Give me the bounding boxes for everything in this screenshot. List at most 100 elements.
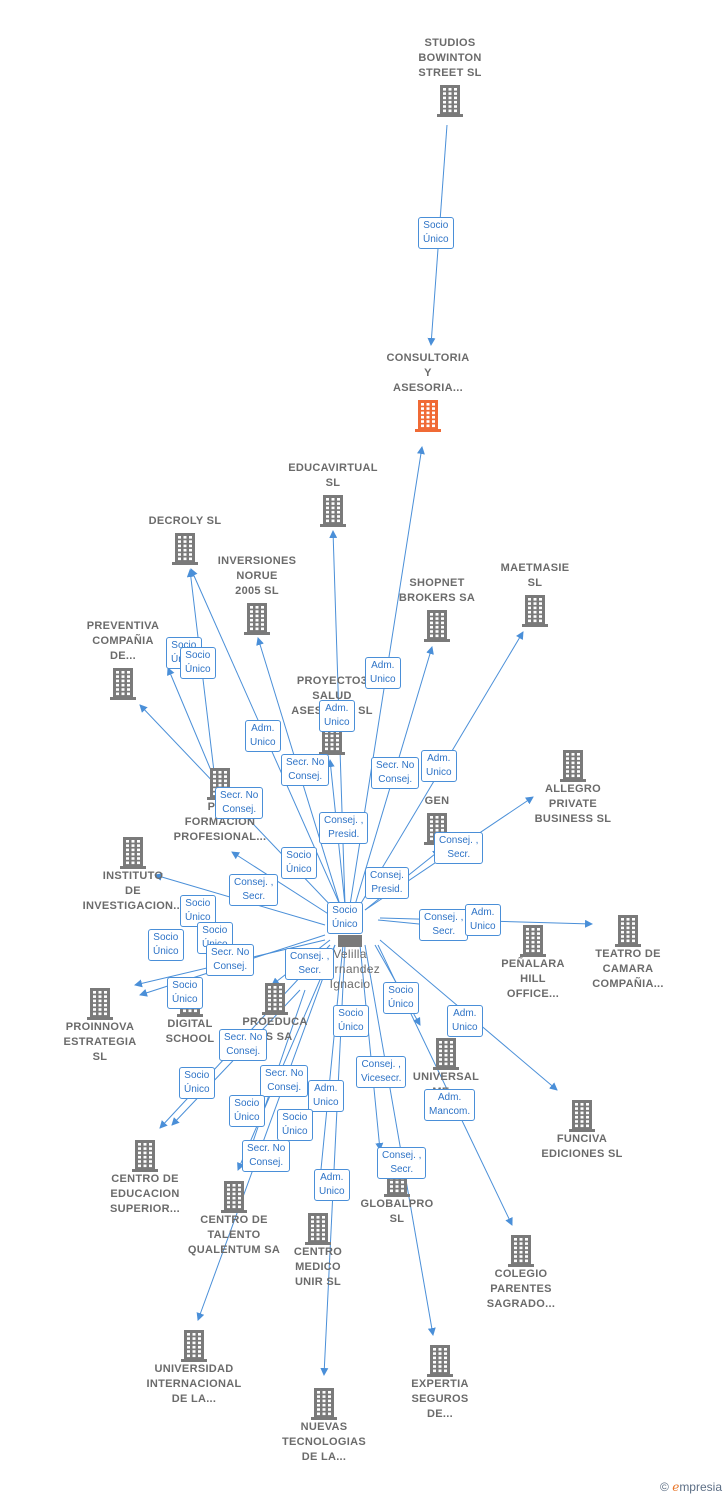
building-icon <box>80 1138 210 1172</box>
role-badge[interactable]: Adm. Unico <box>447 1005 483 1037</box>
company-node-nuevas[interactable]: NUEVAS TECNOLOGIAS DE LA... <box>259 1384 389 1465</box>
role-badge[interactable]: Socio Único <box>418 217 454 249</box>
role-badge[interactable]: Socio Único <box>180 647 216 679</box>
building-icon <box>210 981 340 1015</box>
role-badge[interactable]: Socio Único <box>333 1005 369 1037</box>
role-badge[interactable]: Consej. , Vicesecr. <box>356 1056 407 1088</box>
company-name: NUEVAS TECNOLOGIAS DE LA... <box>282 1421 366 1463</box>
role-badge[interactable]: Secr. No Consej. <box>371 757 420 789</box>
building-icon <box>363 398 493 432</box>
company-node-medico[interactable]: CENTRO MEDICO UNIR SL <box>253 1209 383 1290</box>
building-icon <box>68 835 198 869</box>
role-badge[interactable]: Consej. , Secr. <box>285 948 335 980</box>
relation-edge <box>314 944 344 1201</box>
role-badge[interactable]: Secr. No Consej. <box>206 944 255 976</box>
relation-edge <box>231 851 331 916</box>
company-node-studios[interactable]: STUDIOS BOWINTON STREET SL <box>385 36 515 117</box>
company-name: GLOBALPRO SL <box>360 1198 434 1225</box>
building-icon <box>456 1233 586 1267</box>
role-badge[interactable]: Adm. Unico <box>465 904 501 936</box>
role-badge[interactable]: Secr. No Consej. <box>260 1065 309 1097</box>
role-badge[interactable]: Adm. Unico <box>245 720 281 752</box>
company-node-funciva[interactable]: FUNCIVA EDICIONES SL <box>517 1096 647 1162</box>
company-name: ALLEGRO PRIVATE BUSINESS SL <box>534 783 612 825</box>
role-badge[interactable]: Socio Único <box>229 1095 265 1127</box>
role-badge[interactable]: Socio Único <box>327 902 363 934</box>
company-node-maetmasie[interactable]: MAETMASIE SL <box>470 561 600 627</box>
role-badge[interactable]: Consej. , Secr. <box>229 874 279 906</box>
person-node[interactable]: Velilla Fernandez Ignacio <box>285 925 415 992</box>
building-icon <box>508 748 638 782</box>
company-node-teatro[interactable]: TEATRO DE CAMARA COMPAÑIA... <box>563 911 693 992</box>
role-badge[interactable]: Socio Único <box>179 1067 215 1099</box>
company-name: GEN <box>424 795 450 807</box>
company-node-decroly[interactable]: DECROLY SL <box>120 514 250 565</box>
role-badge[interactable]: Socio Único <box>167 977 203 1009</box>
company-node-penalara[interactable]: PEÑALARA HILL OFFICE... <box>468 921 598 1002</box>
company-name: EDUCAVIRTUAL SL <box>288 462 378 489</box>
building-icon <box>129 1328 259 1362</box>
relation-edge <box>167 667 216 781</box>
relation-edge <box>237 944 336 1171</box>
building-icon <box>470 593 600 627</box>
building-icon <box>253 1211 383 1245</box>
company-node-instituto[interactable]: INSTITUTO DE INVESTIGACION... <box>68 833 198 914</box>
company-name: UNIVERSIDAD INTERNACIONAL DE LA... <box>146 1363 242 1405</box>
role-badge[interactable]: Socio Único <box>148 929 184 961</box>
role-badge[interactable]: Adm. Unico <box>365 657 401 689</box>
company-name: EXPERTIA SEGUROS DE... <box>411 1378 469 1420</box>
company-name: CENTRO MEDICO UNIR SL <box>293 1246 343 1288</box>
role-badge[interactable]: Consej. , Presid. <box>319 812 369 844</box>
company-node-colegio[interactable]: COLEGIO PARENTES SAGRADO... <box>456 1231 586 1312</box>
role-badge[interactable]: Socio Único <box>281 847 317 879</box>
role-badge[interactable]: Socio Único <box>180 895 216 927</box>
company-name: CENTRO DE EDUCACION SUPERIOR... <box>110 1173 180 1215</box>
company-name: CENTRO DE TALENTO QUALENTUM SA <box>187 1214 281 1256</box>
company-node-proinnova[interactable]: PROINNOVA ESTRATEGIA SL <box>35 984 165 1065</box>
person-name: Velilla Fernandez Ignacio <box>319 947 381 991</box>
company-node-allegro[interactable]: ALLEGRO PRIVATE BUSINESS SL <box>508 746 638 827</box>
company-node-educavirtual[interactable]: EDUCAVIRTUAL SL <box>268 461 398 527</box>
role-badge[interactable]: Secr. No Consej. <box>281 754 330 786</box>
company-node-shopnet[interactable]: SHOPNET BROKERS SA <box>372 576 502 642</box>
role-badge[interactable]: Consej. Presid. <box>365 867 409 899</box>
building-icon <box>268 493 398 527</box>
company-name: INSTITUTO DE INVESTIGACION... <box>82 870 184 912</box>
role-badge[interactable]: Consej. , Secr. <box>377 1147 427 1179</box>
company-node-expertia[interactable]: EXPERTIA SEGUROS DE... <box>375 1341 505 1422</box>
role-badge[interactable]: Adm. Unico <box>314 1169 350 1201</box>
company-name: STUDIOS BOWINTON STREET SL <box>418 37 482 79</box>
company-name: PRO FORMACION PROFESIONAL... <box>173 801 267 843</box>
company-name: INVERSIONES NORUE 2005 SL <box>217 555 297 597</box>
role-badge[interactable]: Adm. Unico <box>308 1080 344 1112</box>
company-name: PROINNOVA ESTRATEGIA SL <box>63 1021 137 1063</box>
company-name: PREVENTIVA COMPAÑIA DE... <box>86 620 160 662</box>
copyright-symbol: © <box>660 1480 669 1494</box>
role-badge[interactable]: Secr. No Consej. <box>219 1029 268 1061</box>
company-node-inversiones[interactable]: INVERSIONES NORUE 2005 SL <box>192 554 322 635</box>
relation-edge <box>359 944 384 1151</box>
building-icon <box>120 531 250 565</box>
building-icon <box>35 986 165 1020</box>
company-node-centroedu[interactable]: CENTRO DE EDUCACION SUPERIOR... <box>80 1136 210 1217</box>
company-name: DIGITAL SCHOOL <box>165 1018 215 1045</box>
building-icon <box>259 1386 389 1420</box>
company-node-qualentum[interactable]: CENTRO DE TALENTO QUALENTUM SA <box>169 1177 299 1258</box>
building-icon <box>169 1179 299 1213</box>
company-node-unir[interactable]: UNIVERSIDAD INTERNACIONAL DE LA... <box>129 1326 259 1407</box>
role-badge[interactable]: Secr. No Consej. <box>242 1140 291 1172</box>
building-icon <box>381 1036 511 1070</box>
role-badge[interactable]: Consej. , Secr. <box>419 909 469 941</box>
company-node-consultoria[interactable]: CONSULTORIA Y ASESORIA... <box>363 351 493 432</box>
role-badge[interactable]: Adm. Mancom. <box>424 1089 476 1121</box>
company-name: CONSULTORIA Y ASESORIA... <box>386 352 470 394</box>
role-badge[interactable]: Secr. No Consej. <box>215 787 264 819</box>
building-icon <box>192 601 322 635</box>
brand-watermark: © empresia <box>660 1480 722 1494</box>
role-badge[interactable]: Adm. Unico <box>421 750 457 782</box>
role-badge[interactable]: Socio Único <box>277 1109 313 1141</box>
company-node-preventiva[interactable]: PREVENTIVA COMPAÑIA DE... <box>58 619 188 700</box>
role-badge[interactable]: Consej. , Secr. <box>434 832 484 864</box>
role-badge[interactable]: Adm. Unico <box>319 700 355 732</box>
role-badge[interactable]: Socio Único <box>383 982 419 1014</box>
